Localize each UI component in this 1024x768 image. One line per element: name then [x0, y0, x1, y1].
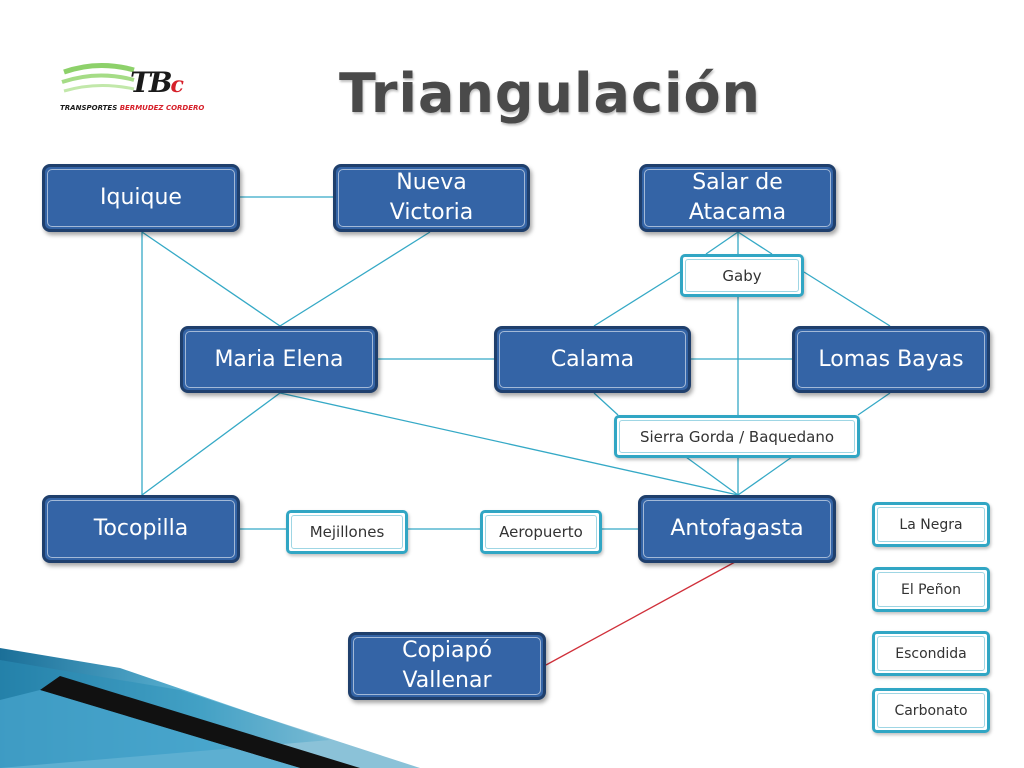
- logo-mark-accent: c: [170, 72, 184, 98]
- slide-title: Triangulación: [338, 62, 762, 125]
- connector-antofagasta-copiapo: [545, 561, 736, 666]
- subnode-gaby: Gaby: [680, 254, 804, 297]
- subnode-aeropuerto: Aeropuerto: [480, 510, 602, 554]
- subnode-sierra-gorda: Sierra Gorda / Baquedano: [614, 415, 860, 458]
- connector-lomas-bayas-sierra-gorda: [857, 392, 891, 416]
- connector-maria-elena-antofagasta: [279, 392, 739, 496]
- legend-el-penon: El Peñon: [872, 567, 990, 612]
- connector-gaby-lomas-bayas: [803, 271, 891, 327]
- legend-la-negra: La Negra: [872, 502, 990, 547]
- node-calama: Calama: [494, 326, 691, 393]
- node-lomas-bayas: Lomas Bayas: [792, 326, 990, 393]
- connector-nueva-victoria-maria-elena: [279, 231, 431, 327]
- logo-tagline-start: TRANSPORTES: [60, 104, 120, 112]
- legend-escondida: Escondida: [872, 631, 990, 676]
- node-iquique: Iquique: [42, 164, 240, 232]
- logo-tagline: TRANSPORTES BERMUDEZ CORDERO: [60, 104, 204, 112]
- connector-calama-sierra-gorda: [593, 392, 619, 416]
- node-tocopilla: Tocopilla: [42, 495, 240, 563]
- node-antofagasta: Antofagasta: [638, 495, 836, 563]
- connector-sierra-gorda-antofagasta-c: [737, 456, 793, 496]
- company-logo: TBc TRANSPORTES BERMUDEZ CORDERO: [58, 58, 204, 120]
- legend-carbonato: Carbonato: [872, 688, 990, 733]
- logo-swoosh-icon: [61, 62, 135, 93]
- logo-tagline-accent: BERMUDEZ CORDERO: [119, 104, 205, 112]
- logo-mark: TBc: [130, 66, 184, 99]
- node-maria-elena: Maria Elena: [180, 326, 378, 393]
- subnode-mejillones: Mejillones: [286, 510, 408, 554]
- connector-gaby-calama: [593, 271, 681, 327]
- connector-maria-elena-tocopilla: [141, 392, 281, 496]
- node-copiapo-vallenar: Copiapó Vallenar: [348, 632, 546, 700]
- node-salar-de-atacama: Salar de Atacama: [639, 164, 836, 232]
- connector-sierra-gorda-antofagasta-a: [685, 456, 739, 496]
- node-nueva-victoria: Nueva Victoria: [333, 164, 530, 232]
- connector-salar-gaby-right: [737, 231, 773, 255]
- connector-salar-gaby-left: [705, 231, 739, 255]
- logo-mark-main: TB: [130, 66, 172, 99]
- connector-iquique-maria-elena: [141, 231, 281, 327]
